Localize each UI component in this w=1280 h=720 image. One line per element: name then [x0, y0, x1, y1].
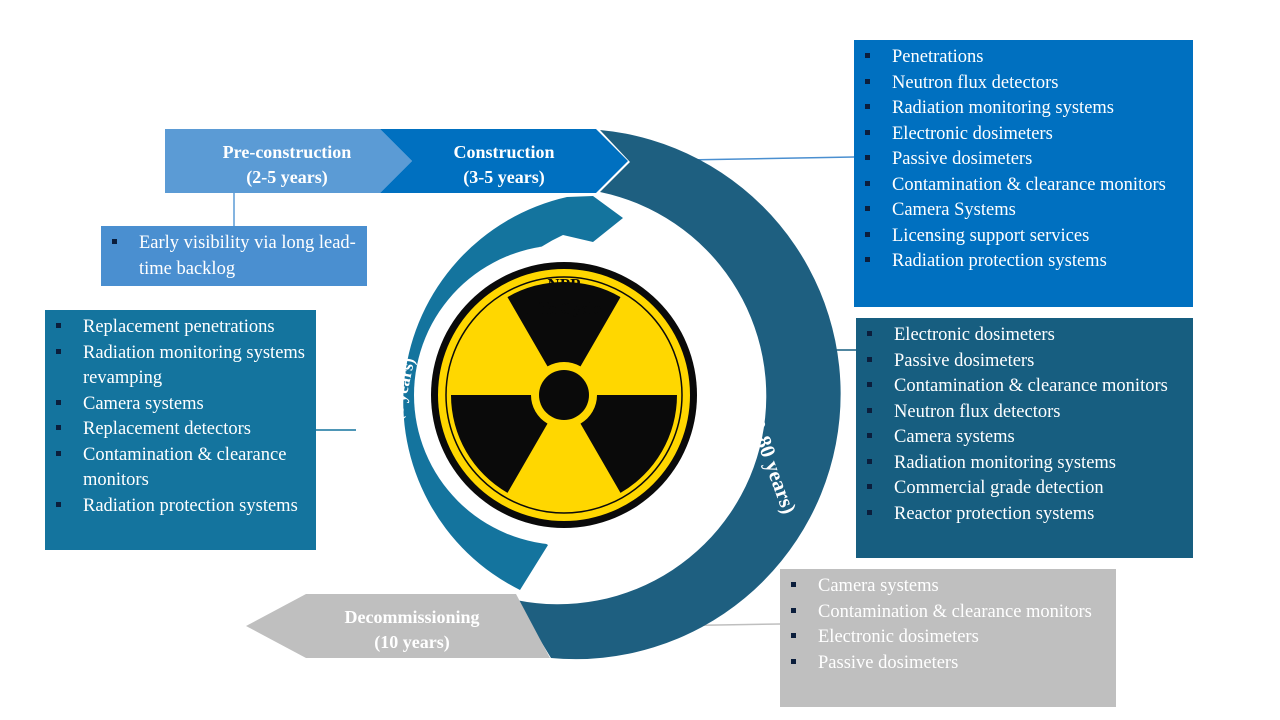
radiation-center-dot	[539, 370, 589, 420]
bullet-item: Passive dosimeters	[780, 651, 1116, 677]
early-visibility-box: Early visibility via long lead-time back…	[101, 226, 367, 286]
bullet-item: Passive dosimeters	[854, 147, 1193, 173]
bullet-item: Radiation monitoring systems	[854, 96, 1193, 122]
bullet-item: Neutron flux detectors	[854, 71, 1193, 97]
decommissioning-label: Decommissioning	[345, 607, 480, 627]
bullet-item: Replacement detectors	[45, 417, 316, 443]
construction-chevron	[380, 129, 628, 193]
bullet-item: Camera systems	[856, 425, 1193, 451]
bullet-item: Radiation monitoring systems	[856, 451, 1193, 477]
bullet-item: Early visibility via long lead-time back…	[101, 231, 367, 282]
preconstruction-label: Pre-construction	[223, 142, 352, 162]
decommissioning-arrow	[246, 594, 550, 658]
preconstruction-duration: (2-5 years)	[246, 167, 327, 188]
construction-duration: (3-5 years)	[463, 167, 544, 188]
bullet-item: Contamination & clearance monitors	[854, 173, 1193, 199]
bullet-item: Contamination & clearance monitors	[780, 600, 1116, 626]
radiation-inner-ring	[445, 276, 683, 514]
trefoil-blade	[580, 395, 677, 493]
bullet-item: Contamination & clearance monitors	[856, 374, 1193, 400]
bullet-item: Electronic dosimeters	[780, 625, 1116, 651]
bullet-item: Reactor protection systems	[856, 502, 1193, 528]
bullet-item: Contamination & clearance monitors	[45, 443, 316, 494]
bullet-item: Radiation protection systems	[854, 249, 1193, 275]
bullet-item: Replacement penetrations	[45, 315, 316, 341]
plant-operation-arc	[516, 130, 841, 660]
trefoil-blade	[451, 395, 548, 493]
preconstruction-chevron	[165, 129, 412, 193]
radiation-trefoil-icon	[451, 281, 677, 493]
bullet-item: Camera systems	[45, 392, 316, 418]
bullet-item: Radiation protection systems	[45, 494, 316, 520]
center-title-line1: NPP	[547, 275, 580, 294]
bullet-item: Passive dosimeters	[856, 349, 1193, 375]
bullet-item: Penetrations	[854, 45, 1193, 71]
bullet-item: Licensing support services	[854, 224, 1193, 250]
construction-label: Construction	[453, 142, 554, 162]
trefoil-blade	[507, 281, 621, 367]
bullet-item: Neutron flux detectors	[856, 400, 1193, 426]
decommissioning-duration: (10 years)	[374, 632, 449, 653]
bullet-item: Electronic dosimeters	[854, 122, 1193, 148]
center-title-line2: Life Cycle	[527, 299, 602, 318]
bullet-item: Radiation monitoring systems revamping	[45, 341, 316, 392]
bullet-item: Camera systems	[780, 574, 1116, 600]
bullet-item: Camera Systems	[854, 198, 1193, 224]
bullet-item: Commercial grade detection	[856, 476, 1193, 502]
bullet-item: Electronic dosimeters	[856, 323, 1193, 349]
